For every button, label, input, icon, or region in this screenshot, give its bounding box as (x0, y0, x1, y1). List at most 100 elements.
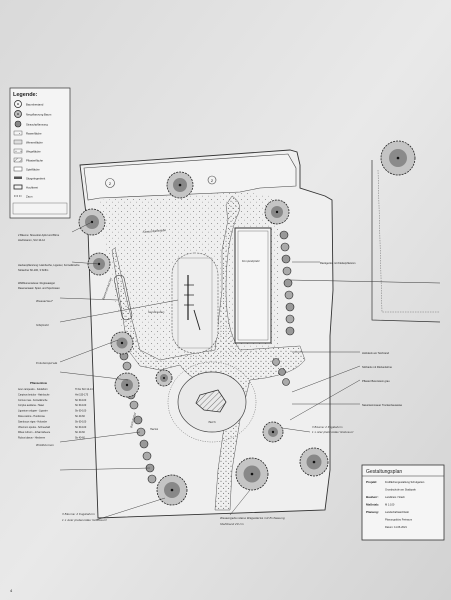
tree-east (262, 421, 284, 443)
shrub-icon (278, 368, 286, 376)
tree-center-top (155, 369, 173, 387)
species-name: Ligustrum vulgare - Liguster (18, 410, 48, 413)
species-list-title: Pflanzenliste (30, 381, 48, 385)
play-frame-slide (193, 309, 201, 331)
leader-line (71, 221, 93, 233)
path-icon (13, 148, 23, 154)
species-name: Rosa canina - Hundsrose (18, 415, 46, 418)
shrub-icon (282, 378, 290, 386)
species-size: Str 60-100 (75, 420, 87, 423)
shrub-icon (122, 361, 132, 371)
leader-line (291, 365, 361, 393)
new-tree-icon (14, 110, 22, 118)
legend-item-label: Spielfläche (26, 168, 40, 172)
species-size: Str 40-60 (75, 431, 86, 434)
tree-trunk (271, 430, 275, 434)
species-name: Cornus mas - Kornelkirsche (18, 399, 48, 402)
species-size: Str 60-100 (75, 399, 87, 402)
shrub-icon (14, 120, 22, 128)
pond-shape (195, 389, 227, 413)
tree-mid-left (110, 331, 134, 355)
shrub-icon (279, 230, 289, 240)
title-block-frame (361, 464, 445, 541)
detail-outline (371, 160, 441, 323)
bench-icon (14, 176, 22, 179)
note-line: Sträucher 60-100, 3 St/lfm (18, 268, 48, 272)
leader-line (59, 431, 141, 443)
label-streuobstwiese: Streuobstwiese (143, 228, 166, 234)
species-name: Sambucus nigra - Holunder (18, 420, 47, 423)
note-line: 2 Bäume: Streuobst Apfel und Birne (18, 233, 60, 237)
paving-icon (13, 157, 23, 163)
note-line: Stahlband 20 cm (220, 522, 244, 526)
leader-line (229, 489, 251, 516)
title-block-key: Planung: (366, 510, 379, 514)
note-line: Natursteinmauer Trockenbauweise (362, 403, 403, 407)
shrub-icon (280, 242, 290, 252)
note-line: 1 x Acer platanoides 'Globosum' (312, 430, 354, 434)
species-name: Carpinus betulus - Hainbuche (18, 393, 50, 396)
species-size: Str 60-100 (75, 404, 87, 407)
detail-fence (377, 169, 440, 313)
leader-line (71, 261, 100, 265)
leader-line (59, 297, 119, 301)
note-line: 3 Bäume: 2 Kugelahorn (312, 425, 343, 429)
tree-trunk (163, 377, 165, 379)
tree-sw (156, 474, 188, 506)
site-plan: 2 2 Teich (78, 149, 334, 519)
annotation-leaders (59, 221, 361, 521)
species-size: Str 40-60 (75, 415, 86, 418)
leader-line (59, 371, 129, 381)
legend-item-label: Wegefläche (26, 150, 41, 154)
leader-line (59, 467, 151, 471)
species-size: Str 60-100 (75, 410, 87, 413)
legend-item-label: Neupflanzung Baum (26, 113, 52, 117)
existing-tree-icon (14, 100, 22, 108)
label-kompostplatz: Kompostplatz (242, 259, 260, 263)
leader-line (289, 279, 441, 284)
tree-trunk (250, 472, 254, 476)
play-area-oval (171, 252, 219, 354)
tree-ne (264, 199, 290, 225)
play-area-icon (13, 166, 23, 172)
title-block-value: Landschaftsarchitekt (385, 510, 409, 514)
title-block-value: Landkreis / Stadt (385, 495, 405, 499)
shrub-icon (272, 358, 280, 366)
title-block-key: Projekt: (366, 480, 377, 484)
note-line: 1 x Acer platanoides 'Globosum' (62, 518, 107, 522)
note-line: Holzdeck am Teichrand (362, 351, 389, 355)
note-line: Sitzbank mit Rückenlehne (362, 365, 393, 369)
label-sandkasten: Sandkasten (148, 310, 165, 314)
title-block-rows: Projekt:Freiflächengestaltung Schulgarte… (366, 480, 425, 529)
tree-trunk (170, 488, 174, 492)
species-size: Str 40-60 (75, 437, 86, 440)
species-name: Rubus idaeus - Himbeere (18, 437, 46, 440)
leader-line (281, 427, 311, 433)
tree-left-lower (114, 372, 140, 398)
legend-footer-box (12, 202, 68, 215)
tree-s (235, 457, 269, 491)
note-line: Wildblumenwiese: Regiosaatgut (18, 281, 55, 285)
title-block-value: M 1:100 (385, 503, 395, 507)
title-block-key: Maßstab: (366, 503, 379, 507)
note-line: Rankgerüst mit Kletterpflanzen (320, 261, 356, 265)
page-number: 4 (10, 588, 13, 593)
meadow-icon (13, 139, 23, 145)
label-wildblumen: Wildblumen (36, 443, 54, 447)
title-block-value: Grundschule am Stadtpark (385, 488, 417, 492)
species-name: Corylus avellana - Hasel (18, 404, 44, 407)
note-line: Pflaster Betonstein grau (362, 379, 390, 383)
legend-item-label: Wiesenfläche (26, 141, 43, 145)
sandbox-bed (113, 274, 133, 321)
field-marker-number: 2 (211, 178, 214, 183)
central-path-ring (167, 361, 257, 443)
raised-bed-rect (234, 227, 272, 344)
note-line: Heckenpflanzung: Hainbuche, Liguster, Ko… (18, 263, 80, 267)
lawn-icon (13, 130, 23, 136)
label-hecke: Hecke (150, 427, 158, 431)
leader-line (289, 379, 361, 421)
raised-bed-icon (13, 184, 23, 190)
legend-title: Legende: (13, 92, 38, 98)
species-size: Hei 150-175 (75, 393, 89, 396)
